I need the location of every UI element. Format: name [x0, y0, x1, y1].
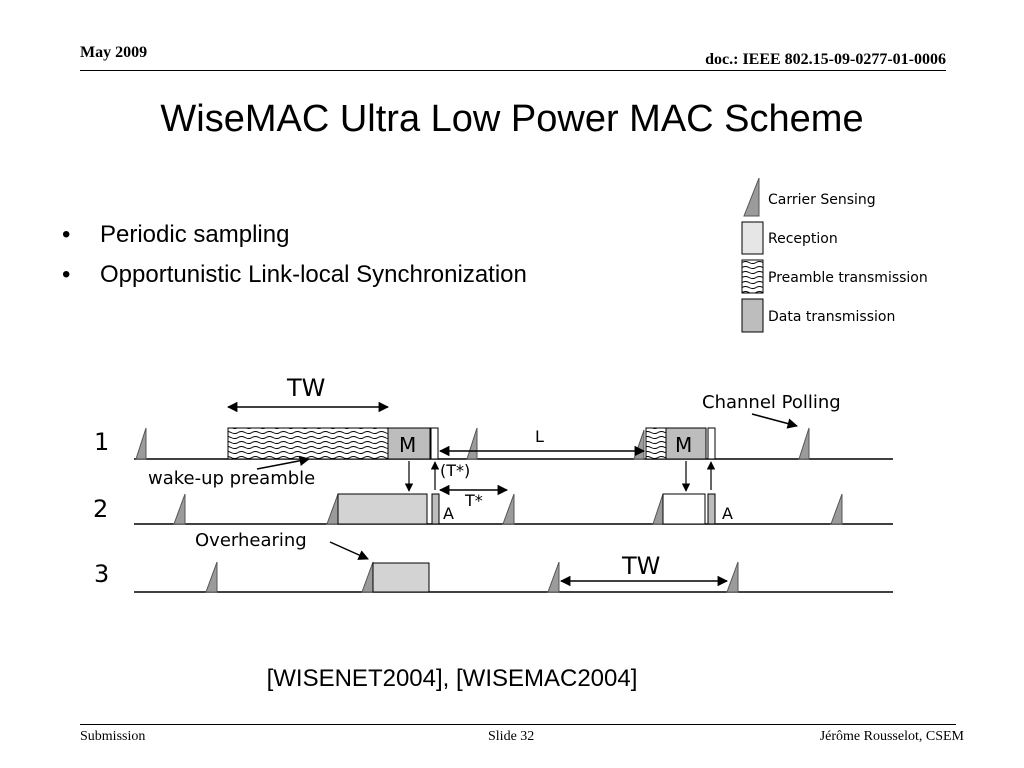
- tw-label-top: TW: [286, 374, 325, 402]
- reception-block-2: [662, 493, 706, 525]
- carrier-sense-mark: [205, 561, 218, 593]
- node-label-2: 2: [93, 495, 108, 523]
- overhearing-label: Overhearing: [195, 530, 307, 551]
- ack-transmission-2: [707, 493, 716, 525]
- carrier-sense-mark: [830, 493, 843, 525]
- data-block-m2: [665, 427, 707, 460]
- ack-reception-2: [707, 427, 716, 460]
- wakeup-preamble-arrow: [256, 455, 311, 470]
- carrier-sense-mark: [326, 493, 339, 525]
- footer-submission: Submission: [80, 729, 146, 744]
- channel-polling-label: Channel Polling: [702, 392, 841, 413]
- l-label: L: [535, 427, 544, 446]
- carrier-sensing-swatch: [743, 177, 760, 217]
- reception-block-1: [337, 493, 428, 525]
- legend-carrier-sensing: Carrier Sensing: [768, 192, 876, 208]
- node-label-1: 1: [94, 428, 109, 456]
- data-block-m1: [387, 427, 431, 460]
- node-label-3: 3: [94, 560, 109, 588]
- carrier-sense-mark: [652, 493, 664, 525]
- preamble-swatch: [741, 259, 764, 294]
- ack-reception-1: [430, 427, 439, 460]
- carrier-sense-mark: [502, 493, 515, 525]
- t-star-label: T*: [464, 491, 483, 510]
- bullet-text: Opportunistic Link-local Synchronization: [100, 261, 527, 288]
- carrier-sense-mark: [633, 429, 645, 460]
- header-rule: [80, 70, 946, 71]
- bullet-item: • Opportunistic Link-local Synchronizati…: [62, 259, 527, 299]
- carrier-sense-mark: [726, 561, 739, 593]
- bullet-marker: •: [62, 221, 71, 248]
- wakeup-preamble-label: wake-up preamble: [148, 468, 315, 489]
- footer-author: Jérôme Rousselot, CSEM: [819, 729, 964, 744]
- ack-label-1: A: [443, 504, 454, 523]
- legend-data: Data transmission: [768, 309, 895, 325]
- reception-swatch: [741, 221, 764, 255]
- footer-slide-number: Slide 32: [488, 729, 535, 744]
- carrier-sense-mark: [798, 427, 810, 460]
- wake-up-preamble-block: [227, 427, 389, 460]
- bullet-text: Periodic sampling: [100, 221, 290, 248]
- bullet-item: • Periodic sampling: [62, 219, 527, 259]
- data-label-m1: M: [399, 433, 416, 457]
- slide-title: WiseMAC Ultra Low Power MAC Scheme: [160, 98, 864, 140]
- overheard-block: [372, 562, 430, 593]
- carrier-sense-mark: [361, 561, 374, 593]
- carrier-sense-mark: [173, 493, 186, 525]
- data-label-m2: M: [675, 433, 692, 457]
- channel-polling-arrow: [751, 413, 799, 429]
- footer-rule: [80, 724, 956, 725]
- t-star-paren-label: (T*): [440, 461, 470, 480]
- header-date: May 2009: [80, 44, 148, 61]
- carrier-sense-mark: [466, 427, 478, 460]
- legend-reception: Reception: [768, 231, 838, 247]
- tw-label-bottom: TW: [621, 552, 660, 580]
- data-swatch: [741, 298, 764, 333]
- carrier-sense-mark: [547, 561, 560, 593]
- ack-transmission-1: [431, 493, 440, 525]
- header-doc-id: doc.: IEEE 802.15-09-0277-01-0006: [705, 51, 946, 68]
- short-preamble-block: [645, 427, 667, 460]
- bullet-marker: •: [62, 261, 71, 288]
- bullet-list: • Periodic sampling • Opportunistic Link…: [62, 219, 527, 299]
- legend: Carrier Sensing Reception Preamble trans…: [741, 177, 928, 333]
- ack-label-2: A: [722, 504, 733, 523]
- carrier-sense-mark: [135, 427, 147, 460]
- overhearing-arrow: [329, 541, 369, 560]
- legend-preamble: Preamble transmission: [768, 270, 928, 286]
- citation: [WISENET2004], [WISEMAC2004]: [266, 665, 638, 692]
